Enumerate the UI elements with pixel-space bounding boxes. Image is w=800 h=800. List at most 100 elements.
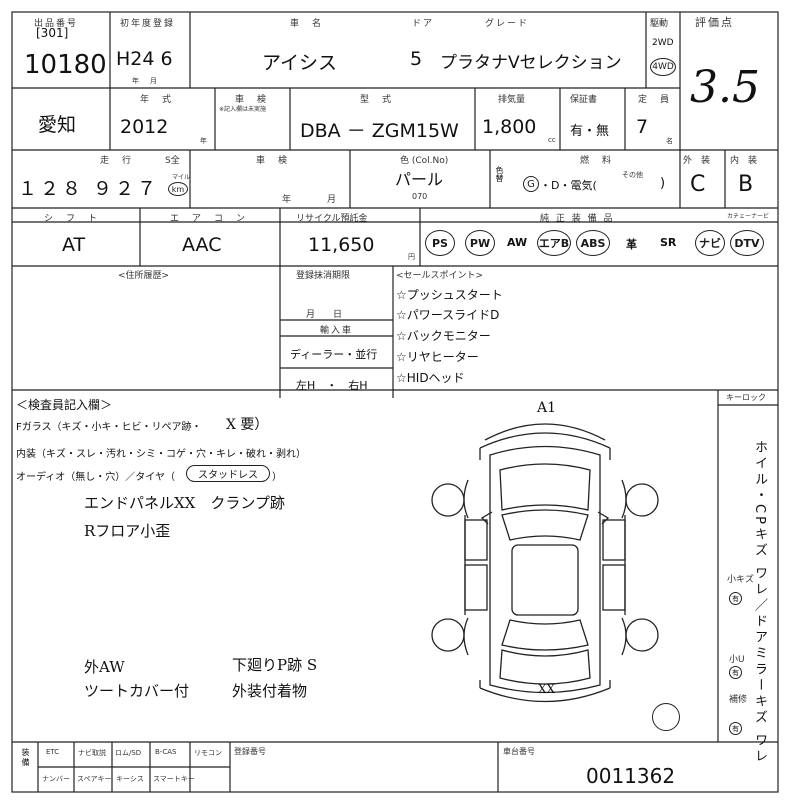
ac-value: AAC <box>182 234 222 256</box>
grade-label: グレード <box>485 19 530 29</box>
footer-label: キーシス <box>116 775 144 783</box>
card-label: カチェーナービ <box>727 213 770 220</box>
glass-mark: X 要） <box>226 417 269 433</box>
exterior-grade: C <box>690 172 706 197</box>
legend-mark-circled: 有 <box>729 666 742 679</box>
car-id-value: 0011362 <box>586 764 676 788</box>
fuel-g-circled: G <box>523 176 539 192</box>
model-year-label: 年 式 <box>140 95 174 105</box>
footer-label: スペアキー <box>77 775 112 783</box>
sales-points-label: <セールスポイント> <box>396 271 484 281</box>
note-endpanel: エンドパネルXX クランプ跡 <box>84 494 285 512</box>
glass-line: Fガラス（キズ・小キ・ヒビ・リペア跡・ <box>16 422 202 433</box>
legend-repair: 補修 <box>729 695 748 705</box>
equip-pw-circled: PW <box>465 230 495 256</box>
door-count: 5 <box>410 48 423 70</box>
grade-value: プラタナVセレクション <box>440 53 622 73</box>
equipment-label: 純 正 装 備 品 <box>540 214 615 224</box>
km-circled: km <box>168 182 188 196</box>
drive-2wd: 2WD <box>652 38 674 48</box>
car-name: アイシス <box>262 52 338 74</box>
score-label: 評価点 <box>695 16 734 29</box>
equip-dtv-circled: DTV <box>730 230 764 256</box>
import-label: 輸入車 <box>320 326 354 336</box>
equip-abs-circled: ABS <box>576 230 610 256</box>
model-code: DBA － ZGM15W <box>300 120 459 142</box>
fuel-label: 燃 料 <box>580 156 614 166</box>
warranty-label: 保証書 <box>570 95 598 105</box>
reg-deadline-label: 登録抹消期限 <box>296 271 351 281</box>
first-reg-value: H24 6 <box>116 48 173 70</box>
equip-aw: AW <box>507 236 528 249</box>
equip-airbag-circled: エアB <box>537 230 571 256</box>
shift-label: シ フ ト <box>44 214 100 224</box>
type-label: 型 式 <box>360 95 394 105</box>
region: 愛知 <box>38 114 77 136</box>
drive-4wd-circled: 4WD <box>650 58 676 76</box>
fuel-options: ・D・電気( <box>540 179 597 192</box>
footer-label: スマートキー <box>153 775 195 783</box>
footer-label: ナンバー <box>42 775 70 783</box>
recycle-unit: 円 <box>408 253 415 261</box>
note-cover: ツートカバー付 <box>84 682 190 700</box>
car-name-label: 車 名 <box>290 19 324 29</box>
car-id-label: 車台番号 <box>503 747 535 756</box>
spare-wheel-icon <box>652 703 680 731</box>
sales-point: ☆プッシュスタート <box>396 288 503 302</box>
color-change-label: 色替 <box>495 166 504 182</box>
interior-line: 内装（キズ・スレ・汚れ・シミ・コゲ・穴・キレ・破れ・剥れ） <box>16 449 306 460</box>
footer-label: ナビ取説 <box>78 749 106 757</box>
import-value: ディーラー・並行 <box>290 348 378 361</box>
recycle-label: リサイクル預託金 <box>296 214 368 224</box>
model-year: 2012 <box>120 116 169 138</box>
car-diagram <box>431 423 659 703</box>
legend-small-u: 小U <box>729 655 745 665</box>
sales-point: ☆HIDヘッド <box>396 371 465 385</box>
note-underbody: 下廻りP跡 S <box>232 656 318 674</box>
tire-close: ） <box>272 472 282 483</box>
legend-mark-circled: 有 <box>729 592 742 605</box>
warranty-value: 有・無 <box>570 124 610 139</box>
recycle-value: 11,650 <box>308 234 375 256</box>
door-label: ドア <box>412 19 435 29</box>
mileage-label: 走 行 <box>100 156 134 166</box>
handle-value: 左H ・ 右H <box>296 379 368 392</box>
cc-label: 排気量 <box>498 95 526 105</box>
cert2-label: 車 検 <box>256 156 290 166</box>
lot-sub: [301] <box>36 26 69 40</box>
capacity-label: 定 員 <box>638 95 672 105</box>
note-rfloor: Rフロア小歪 <box>84 522 171 540</box>
drive-label: 駆動 <box>650 19 669 29</box>
diagram-rear-mark: XX <box>538 682 556 696</box>
exterior-label: 外 装 <box>683 156 711 166</box>
equip-ps-circled: PS <box>425 230 455 256</box>
legend-small-scratch: 小キズ <box>727 575 755 585</box>
history-label: <住所履歴> <box>118 271 170 281</box>
audio-tire-line: オーディオ（無し・穴）／タイヤ（ <box>16 472 175 483</box>
sales-point: ☆リヤヒーター <box>396 350 479 364</box>
interior-label: 内 装 <box>730 156 758 166</box>
mile-unit: マイル <box>172 174 191 181</box>
keylock-label: キーロック <box>726 393 766 402</box>
equip-navi-circled: ナビ <box>695 230 725 256</box>
mileage-value: １２８ ９２７ <box>18 178 160 200</box>
fuel-close: ) <box>660 176 666 191</box>
cert-label: 車 検 <box>235 95 269 105</box>
cert-note: ※記入欄は未実施 <box>219 106 267 113</box>
shift-value: AT <box>62 234 86 256</box>
inspection-title: ＜検査員記入欄＞ <box>16 398 113 412</box>
footer-label: ロム/SD <box>115 749 142 757</box>
fuel-other: その他 <box>622 171 643 179</box>
score-value: 3.5 <box>690 62 760 113</box>
footer-side-label: 装備 <box>21 748 30 768</box>
equip-sr: SR <box>660 236 677 249</box>
sales-point: ☆パワースライドD <box>396 308 500 322</box>
capacity-unit: 名 <box>666 137 675 145</box>
lot-number: 10180 <box>24 50 107 80</box>
displacement: 1,800 <box>482 116 537 138</box>
cert2-ym: 年 月 <box>282 195 337 205</box>
mile-check-label: S全 <box>165 156 180 166</box>
footer-label: リモコン <box>194 749 222 757</box>
